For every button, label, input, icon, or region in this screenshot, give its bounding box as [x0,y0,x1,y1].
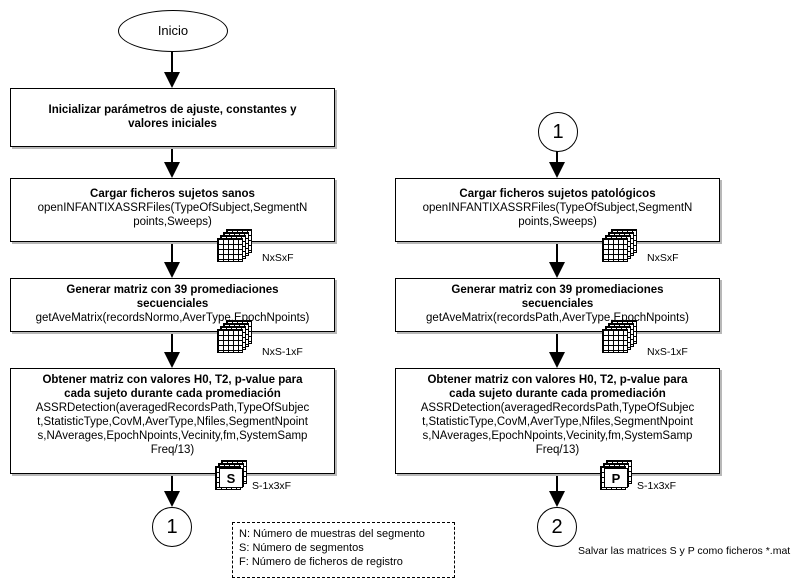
init-box: Inicializar parámetros de ajuste, consta… [10,88,335,147]
avg-pathological-title1: Generar matriz con 39 promediaciones [451,284,664,296]
load-healthy-title: Cargar ficheros sujetos sanos [90,188,255,200]
matrix-icon-detect-right: P [597,460,633,494]
avg-healthy-call: getAveMatrix(recordsNormo,AverType,Epoch… [35,312,310,324]
matrix-label-avg-left: NxS-1xF [262,346,303,358]
detect-healthy-call-line1: ASSRDetection(averagedRecordsPath,TypeOf… [35,402,310,414]
legend-n: N: Número de muestras del segmento [239,528,425,540]
connector-right-start: 1 [538,112,578,152]
detect-healthy-box: Obtener matriz con valores H0, T2, p-val… [10,368,335,474]
detect-healthy-call-line3: s,NAverages,EpochNpoints,Vecinity,fm,Sys… [37,430,308,442]
legend-s: S: Número de segmentos [239,542,364,554]
detect-pathological-title1: Obtener matriz con valores H0, T2, p-val… [427,374,688,386]
detect-pathological-call-line2: t,StatisticType,CovM,AverType,Nfiles,Seg… [422,416,693,428]
connector-left-end-label: 1 [166,516,178,538]
load-healthy-call-line2: points,Sweeps) [133,216,212,228]
start-label: Inicio [157,23,189,38]
connector-left-end: 1 [152,507,192,547]
connector-right-end-label: 2 [551,516,563,538]
detect-pathological-call-line1: ASSRDetection(averagedRecordsPath,TypeOf… [420,402,695,414]
matrix-label-detect-left: S-1x3xF [252,480,292,492]
matrix-letter-left: S [219,468,243,488]
matrix-icon-detect-left: S [212,460,248,494]
legend-f: F: Número de ficheros de registro [239,556,403,568]
load-healthy-box: Cargar ficheros sujetos sanos openINFANT… [10,178,335,242]
matrix-icon-avg-right [602,320,638,354]
detect-pathological-call-line4: Freq/13) [535,444,580,456]
legend-box: N: Número de muestras del segmento S: Nú… [232,522,455,578]
avg-healthy-title1: Generar matriz con 39 promediaciones [66,284,279,296]
save-matrices-note: Salvar las matrices S y P como ficheros … [578,545,791,557]
avg-pathological-title2: secuenciales [521,298,594,310]
matrix-label-detect-right: S-1x3xF [637,480,677,492]
matrix-icon-load-left [217,229,253,263]
init-line1: Inicializar parámetros de ajuste, consta… [48,104,297,116]
connector-right-end: 2 [537,507,577,547]
load-pathological-box: Cargar ficheros sujetos patológicos open… [395,178,720,242]
detect-pathological-box: Obtener matriz con valores H0, T2, p-val… [395,368,720,474]
load-pathological-call-line1: openINFANTIXASSRFiles(TypeOfSubject,Segm… [422,202,693,214]
detect-healthy-title2: cada sujeto durante cada promediación [64,388,281,400]
connector-right-start-label: 1 [552,121,564,143]
start-terminal: Inicio [118,10,228,52]
matrix-icon-avg-left [217,320,253,354]
load-healthy-call-line1: openINFANTIXASSRFiles(TypeOfSubject,Segm… [37,202,308,214]
avg-healthy-box: Generar matriz con 39 promediaciones sec… [10,278,335,332]
load-pathological-title: Cargar ficheros sujetos patológicos [459,188,656,200]
matrix-letter-right: P [604,468,628,488]
init-line2: valores iniciales [128,118,217,130]
load-pathological-call-line2: points,Sweeps) [518,216,597,228]
avg-healthy-title2: secuenciales [136,298,209,310]
matrix-label-avg-right: NxS-1xF [647,346,688,358]
detect-pathological-call-line3: s,NAverages,EpochNpoints,Vecinity,fm,Sys… [422,430,693,442]
avg-pathological-call: getAveMatrix(recordsPath,AverType,EpochN… [426,312,689,324]
detect-healthy-call-line2: t,StatisticType,CovM,AverType,Nfiles,Seg… [37,416,308,428]
matrix-label-load-right: NxSxF [647,252,679,264]
detect-pathological-title2: cada sujeto durante cada promediación [449,388,666,400]
avg-pathological-box: Generar matriz con 39 promediaciones sec… [395,278,720,332]
detect-healthy-call-line4: Freq/13) [150,444,195,456]
detect-healthy-title1: Obtener matriz con valores H0, T2, p-val… [42,374,303,386]
matrix-icon-load-right [602,229,638,263]
matrix-label-load-left: NxSxF [262,252,294,264]
